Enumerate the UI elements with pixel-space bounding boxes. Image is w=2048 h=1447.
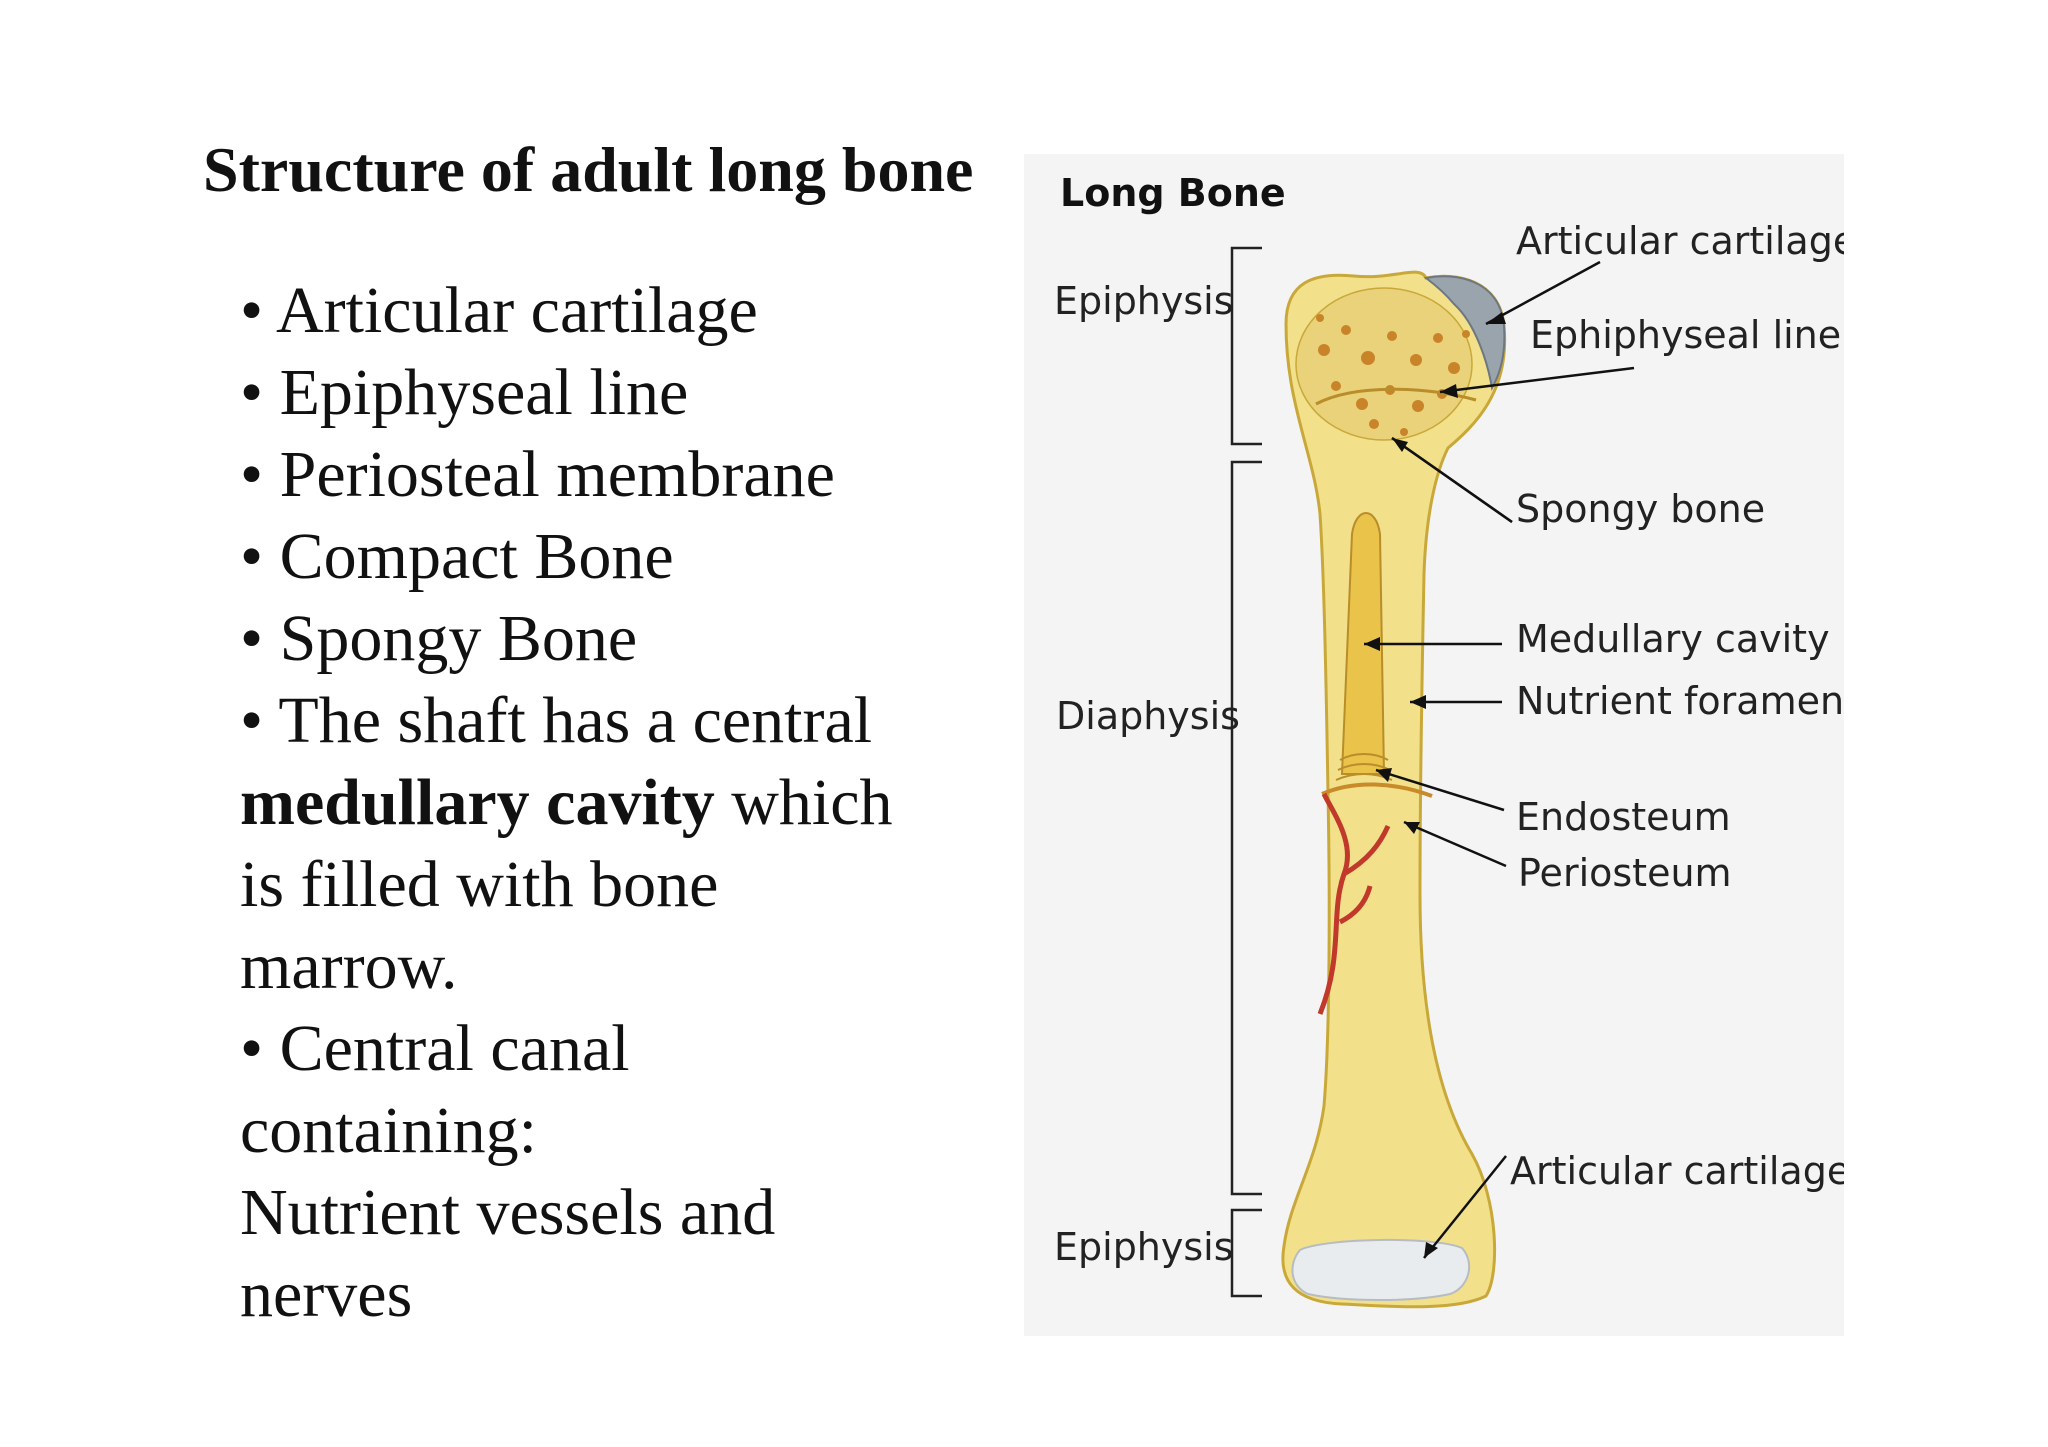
nutrient-vessels bbox=[1317, 792, 1391, 1015]
bullet-text: containing: bbox=[240, 1094, 537, 1167]
bullet-text: is filled with bone bbox=[240, 848, 719, 921]
bullet-text: which bbox=[714, 766, 893, 839]
label-periosteum: Periosteum bbox=[1518, 851, 1732, 895]
bullet-line: • Epiphyseal line bbox=[240, 352, 980, 434]
long-bone-diagram: Long Bone Epiphysis Diaphysis Epiphysis bbox=[1024, 154, 1844, 1336]
bullet-text: • Compact Bone bbox=[240, 520, 674, 593]
bullet-line: nerves bbox=[240, 1254, 980, 1336]
spongy-bone-region bbox=[1295, 287, 1473, 441]
region-epiphysis-top: Epiphysis bbox=[1054, 279, 1234, 323]
bullet-line: marrow. bbox=[240, 926, 980, 1008]
bracket-epiphysis-top bbox=[1230, 246, 1262, 446]
diagram-svg: Long Bone Epiphysis Diaphysis Epiphysis bbox=[1054, 171, 1844, 1309]
label-spongy-bone: Spongy bone bbox=[1516, 487, 1765, 531]
bullet-line: containing: bbox=[240, 1090, 980, 1172]
bullet-text: nerves bbox=[240, 1258, 413, 1331]
arrow-periosteum bbox=[1403, 820, 1507, 868]
bullet-text: • Spongy Bone bbox=[240, 602, 638, 675]
bullet-line: • Articular cartilage bbox=[240, 270, 980, 352]
medullary-cavity-shape bbox=[1340, 512, 1386, 775]
bullet-text: • Articular cartilage bbox=[240, 274, 758, 347]
bold-term: medullary cavity bbox=[240, 766, 715, 839]
bullet-line: • Compact Bone bbox=[240, 516, 980, 598]
arrow-epiphyseal-line bbox=[1439, 366, 1635, 394]
arrow-spongy-bone-line bbox=[1391, 436, 1513, 524]
arrowhead bbox=[1410, 695, 1426, 709]
region-brackets bbox=[1230, 246, 1262, 1298]
region-epiphysis-bottom: Epiphysis bbox=[1054, 1225, 1234, 1269]
label-endosteum: Endosteum bbox=[1516, 795, 1731, 839]
bullet-line: is filled with bone bbox=[240, 844, 980, 926]
bone-illustration bbox=[1281, 270, 1507, 1309]
bracket-epiphysis-bottom bbox=[1230, 1208, 1262, 1298]
spongy-bone-pores bbox=[1316, 314, 1470, 436]
bullet-line: Nutrient vessels and bbox=[240, 1172, 980, 1254]
articular-cartilage-bottom-shape bbox=[1291, 1238, 1471, 1301]
diagram-heading: Long Bone bbox=[1060, 171, 1286, 215]
arrowhead bbox=[1440, 384, 1458, 398]
callout-lines bbox=[1364, 260, 1635, 1259]
label-articular-cartilage-bottom: Articular cartilage bbox=[1510, 1149, 1844, 1193]
slide-title: Structure of adult long bone bbox=[203, 134, 974, 205]
bullet-line: • Central canal bbox=[240, 1008, 980, 1090]
bullet-text: marrow. bbox=[240, 930, 458, 1003]
bullet-text: • Periosteal membrane bbox=[240, 438, 835, 511]
bullet-line: medullary cavity which bbox=[240, 762, 980, 844]
arrowhead bbox=[1404, 822, 1420, 834]
arrow-endosteum bbox=[1375, 768, 1505, 812]
bullet-text: • Central canal bbox=[240, 1012, 630, 1085]
bracket-diaphysis bbox=[1230, 460, 1262, 1196]
arrow-articular-bottom bbox=[1423, 1155, 1507, 1259]
arrow-articular-top bbox=[1485, 260, 1601, 326]
bullet-line: • Periosteal membrane bbox=[240, 434, 980, 516]
bullet-list: • Articular cartilage • Epiphyseal line • … bbox=[240, 270, 980, 1336]
bullet-line: • Spongy Bone bbox=[240, 598, 980, 680]
arrowhead bbox=[1376, 768, 1392, 782]
bullet-text: • Epiphyseal line bbox=[240, 356, 689, 429]
arrowheads bbox=[1364, 312, 1506, 1258]
label-nutrient-foramen: Nutrient foramen bbox=[1516, 679, 1844, 723]
periosteum-cut-shape bbox=[1321, 782, 1433, 798]
arrowhead bbox=[1364, 637, 1380, 651]
arrowhead bbox=[1424, 1242, 1438, 1258]
region-diaphysis: Diaphysis bbox=[1056, 694, 1240, 738]
bullet-text: Nutrient vessels and bbox=[240, 1176, 776, 1249]
bullet-line: • The shaft has a central bbox=[240, 680, 980, 762]
label-medullary-cavity: Medullary cavity bbox=[1516, 617, 1830, 661]
label-articular-cartilage-top: Articular cartilage bbox=[1516, 219, 1844, 263]
label-epiphyseal-line: Ephiphyseal line bbox=[1530, 313, 1841, 357]
arrowhead bbox=[1486, 312, 1506, 324]
bullet-text: • The shaft has a central bbox=[240, 684, 873, 757]
